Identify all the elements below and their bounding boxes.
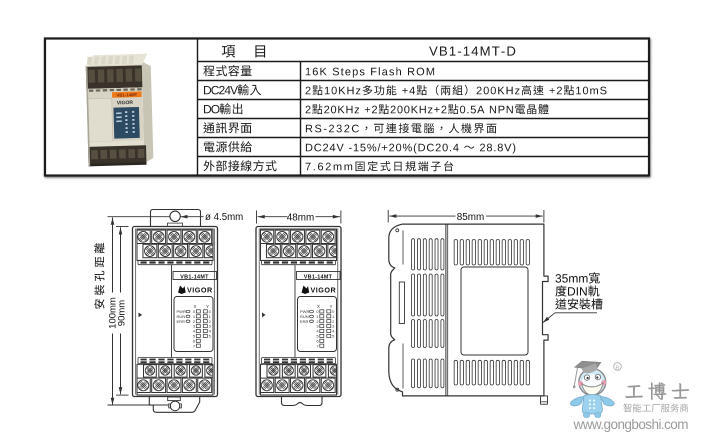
svg-text:2: 2 [193, 319, 196, 324]
svg-text:3: 3 [209, 324, 212, 329]
svg-text:Y: Y [330, 304, 333, 309]
svg-text:Y: Y [206, 304, 209, 309]
svg-text:1: 1 [316, 314, 319, 319]
svg-text:1: 1 [209, 314, 212, 319]
svg-text:3: 3 [332, 324, 335, 329]
svg-text:4: 4 [209, 329, 212, 334]
svg-text:0: 0 [193, 309, 196, 314]
svg-text:RUN: RUN [300, 314, 309, 319]
svg-text:X: X [317, 304, 320, 309]
svg-text:3: 3 [316, 324, 319, 329]
svg-text:90mm: 90mm [117, 300, 128, 326]
svg-text:2: 2 [209, 319, 212, 324]
svg-text:5: 5 [209, 334, 212, 339]
svg-text:ø 4.5mm: ø 4.5mm [205, 212, 243, 223]
svg-text:5: 5 [332, 334, 335, 339]
svg-text:6: 6 [193, 338, 196, 343]
svg-text:7: 7 [193, 343, 196, 348]
svg-text:5: 5 [193, 334, 196, 339]
svg-text:2: 2 [332, 319, 335, 324]
svg-text:4: 4 [193, 329, 196, 334]
svg-text:2: 2 [316, 319, 319, 324]
svg-text:4: 4 [316, 329, 319, 334]
svg-text:4: 4 [332, 329, 335, 334]
svg-text:1: 1 [193, 314, 196, 319]
svg-text:5: 5 [316, 334, 319, 339]
svg-text:85mm: 85mm [457, 212, 484, 223]
svg-text:www.gongboshi.com: www.gongboshi.com [573, 417, 689, 432]
svg-text:VB1-14MT: VB1-14MT [180, 274, 209, 280]
svg-text:VB1-14MT: VB1-14MT [116, 92, 137, 98]
svg-text:1: 1 [332, 314, 335, 319]
svg-text:0: 0 [316, 309, 319, 314]
svg-text:VIGOR: VIGOR [311, 286, 337, 295]
svg-text:3: 3 [193, 324, 196, 329]
svg-text:0: 0 [209, 309, 212, 314]
svg-text:ERR: ERR [177, 319, 186, 324]
svg-text:PWR: PWR [300, 309, 309, 314]
svg-text:X: X [194, 304, 197, 309]
svg-text:PWR: PWR [177, 309, 186, 314]
svg-text:6: 6 [316, 338, 319, 343]
svg-text:RUN: RUN [177, 314, 186, 319]
svg-text:7: 7 [316, 343, 319, 348]
svg-text:VB1-14MT: VB1-14MT [304, 274, 333, 280]
svg-text:ERR: ERR [300, 319, 309, 324]
svg-text:VIGOR: VIGOR [117, 100, 134, 106]
svg-text:48mm: 48mm [287, 212, 314, 223]
svg-text:0: 0 [332, 309, 335, 314]
svg-text:R: R [616, 365, 620, 371]
svg-text:VIGOR: VIGOR [187, 286, 213, 295]
svg-text:100mm: 100mm [108, 297, 119, 329]
